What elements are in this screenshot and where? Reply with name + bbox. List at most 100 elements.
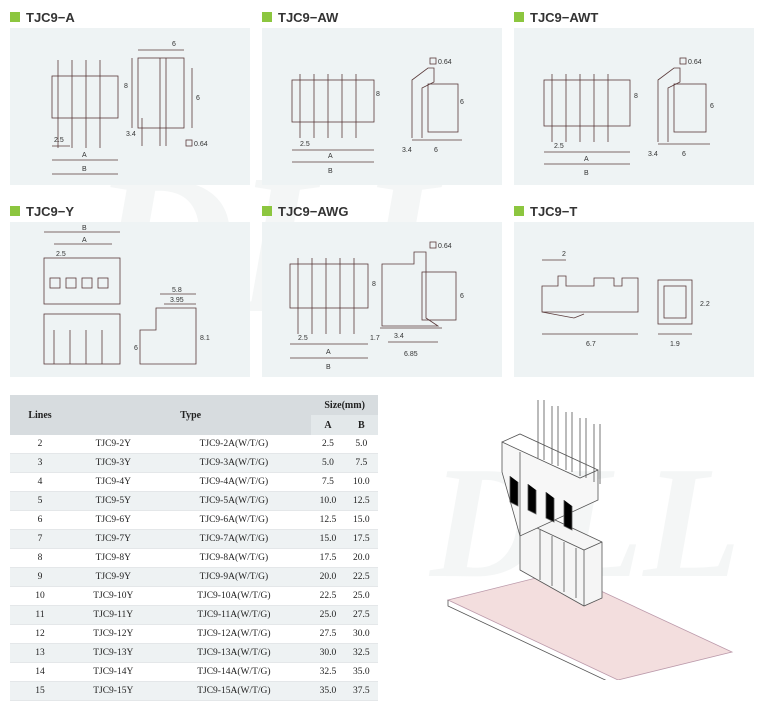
cell-lines: 11 xyxy=(10,605,70,625)
cell-type-a: TJC9-3A(W/T/G) xyxy=(156,453,312,473)
dim-6b: 6 xyxy=(682,151,686,158)
cell-type-a: TJC9-8A(W/T/G) xyxy=(156,548,312,568)
cell-type-a: TJC9-12A(W/T/G) xyxy=(156,624,312,644)
cell-type-y: TJC9-15Y xyxy=(70,681,157,701)
dim-3-95: 3.95 xyxy=(170,297,184,304)
dim-8-1: 8.1 xyxy=(200,335,210,342)
cell-size-a: 20.0 xyxy=(311,567,345,587)
cell-lines: 7 xyxy=(10,529,70,549)
dim-A: A xyxy=(82,152,87,159)
cell-size-b: 20.0 xyxy=(344,548,378,568)
dim-B: B xyxy=(584,170,589,177)
header-type: Type xyxy=(70,395,312,435)
cell-size-b: 30.0 xyxy=(344,624,378,644)
cell-lines: 10 xyxy=(10,586,70,606)
dim-A: A xyxy=(326,349,331,356)
green-square-icon xyxy=(10,12,20,22)
dim-B: B xyxy=(82,166,87,173)
dim-8: 8 xyxy=(634,93,638,100)
cell-size-a: 25.0 xyxy=(311,605,345,625)
green-square-icon xyxy=(262,206,272,216)
drawing-tjc9-awg: 0.64 8 6 2.5 A B 1.7 3.4 6.85 xyxy=(262,222,502,377)
green-square-icon xyxy=(10,206,20,216)
cell-type-a: TJC9-15A(W/T/G) xyxy=(156,681,312,701)
green-square-icon xyxy=(514,206,524,216)
cell-lines: 5 xyxy=(10,491,70,511)
drawing-tjc9-t: 2 6.7 2.2 1.9 xyxy=(514,222,754,377)
cell-lines: 15 xyxy=(10,681,70,701)
cell-type-y: TJC9-9Y xyxy=(70,567,157,587)
cell-size-a: 10.0 xyxy=(311,491,345,511)
dim-3-4: 3.4 xyxy=(126,131,136,138)
cell-lines: 9 xyxy=(10,567,70,587)
dim-B: B xyxy=(328,168,333,175)
cell-type-y: TJC9-4Y xyxy=(70,472,157,492)
cell-lines: 4 xyxy=(10,472,70,492)
dim-1-9: 1.9 xyxy=(670,341,680,348)
panel-title: TJC9−AWG xyxy=(262,202,348,220)
cell-size-a: 22.5 xyxy=(311,586,345,606)
cell-type-a: TJC9-9A(W/T/G) xyxy=(156,567,312,587)
cell-size-b: 25.0 xyxy=(344,586,378,606)
cell-type-y: TJC9-8Y xyxy=(70,548,157,568)
drawing-tjc9-a: 6 8 6 3.4 0.64 2.5 A B xyxy=(10,28,250,185)
dim-2-5: 2.5 xyxy=(54,137,64,144)
cell-size-b: 10.0 xyxy=(344,472,378,492)
connector-illustration xyxy=(440,390,740,687)
dim-8: 8 xyxy=(376,91,380,98)
cell-size-a: 15.0 xyxy=(311,529,345,549)
cell-lines: 13 xyxy=(10,643,70,663)
cell-size-b: 22.5 xyxy=(344,567,378,587)
dim-2-5: 2.5 xyxy=(298,335,308,342)
dim-A: A xyxy=(82,237,87,244)
dim-6: 6 xyxy=(172,41,176,48)
cell-type-y: TJC9-14Y xyxy=(70,662,157,682)
cell-type-y: TJC9-11Y xyxy=(70,605,157,625)
dim-B: B xyxy=(326,364,331,371)
cell-size-b: 37.5 xyxy=(344,681,378,701)
cell-size-b: 17.5 xyxy=(344,529,378,549)
cell-type-y: TJC9-7Y xyxy=(70,529,157,549)
dim-8: 8 xyxy=(124,83,128,90)
cell-size-a: 17.5 xyxy=(311,548,345,568)
header-lines: Lines xyxy=(10,395,70,435)
cell-size-b: 7.5 xyxy=(344,453,378,473)
dim-1-7: 1.7 xyxy=(370,335,380,342)
cell-size-b: 12.5 xyxy=(344,491,378,511)
housing-front xyxy=(51,75,119,119)
dim-3-4: 3.4 xyxy=(648,151,658,158)
drawing-tjc9-awt: 0.64 8 6 2.5 A B 3.4 6 xyxy=(514,28,754,185)
dim-0-64: 0.64 xyxy=(438,59,452,66)
dim-2-5: 2.5 xyxy=(554,143,564,150)
cell-type-y: TJC9-5Y xyxy=(70,491,157,511)
dim-6b: 6 xyxy=(196,95,200,102)
dim-0-64: 0.64 xyxy=(438,243,452,250)
panel-title: TJC9−AWT xyxy=(514,8,598,26)
cell-size-a: 35.0 xyxy=(311,681,345,701)
cell-type-y: TJC9-2Y xyxy=(70,435,157,454)
cell-type-y: TJC9-6Y xyxy=(70,510,157,530)
cell-type-a: TJC9-13A(W/T/G) xyxy=(156,643,312,663)
drawing-tjc9-aw: 0.64 8 6 2.5 A B 3.4 6 xyxy=(262,28,502,185)
dim-6: 6 xyxy=(460,293,464,300)
dim-0-64: 0.64 xyxy=(688,59,702,66)
cell-type-a: TJC9-10A(W/T/G) xyxy=(156,586,312,606)
dim-2-5: 2.5 xyxy=(56,251,66,258)
cell-type-a: TJC9-2A(W/T/G) xyxy=(156,435,312,454)
cell-lines: 3 xyxy=(10,453,70,473)
housing-side xyxy=(137,57,185,129)
cell-type-a: TJC9-14A(W/T/G) xyxy=(156,662,312,682)
cell-size-a: 7.5 xyxy=(311,472,345,492)
cell-type-a: TJC9-4A(W/T/G) xyxy=(156,472,312,492)
